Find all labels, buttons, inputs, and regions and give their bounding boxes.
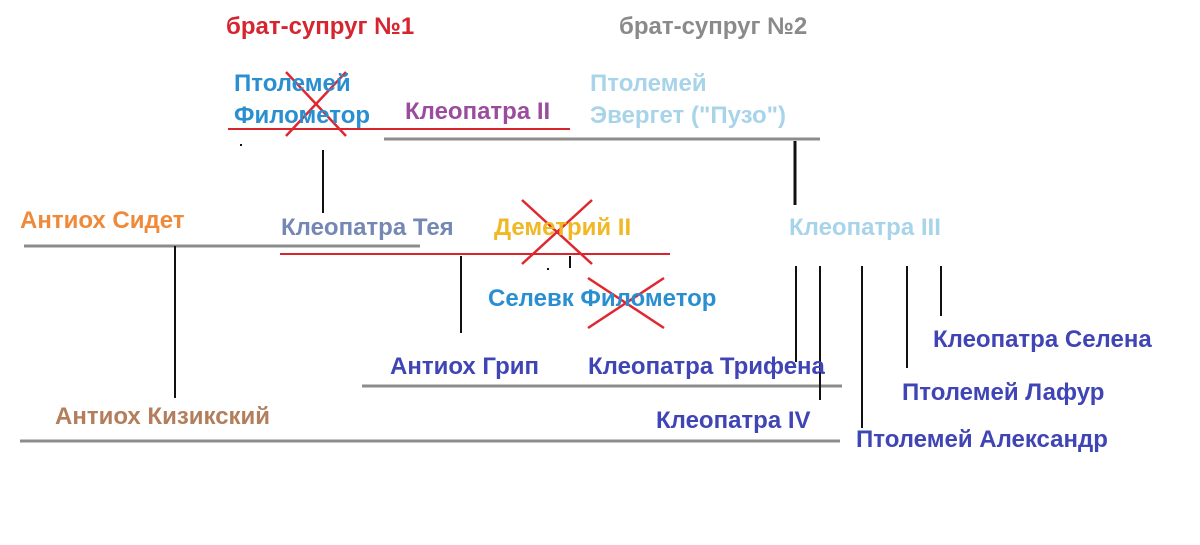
cross-mark-demetrius (521, 199, 593, 265)
person-demetrius-ii: Деметрий II (494, 214, 632, 241)
person-antiochus-sidetes: Антиох Сидет (20, 207, 185, 234)
person-seleucus-philometor: Селевк Филометор (488, 285, 717, 312)
spouse1-header: брат-супруг №1 (226, 13, 415, 40)
person-ptolemy-alexander: Птолемей Александр (856, 426, 1108, 453)
person-antiochus-grypus: Антиох Грип (390, 353, 540, 380)
person-cleopatra-iv: Клеопатра IV (656, 407, 811, 434)
person-ptolemy-philometor-line2: Филометор (234, 102, 371, 130)
person-ptolemy-euergetes-line1: Птолемей (590, 70, 707, 97)
person-ptolemy-euergetes-line2: Эвергет ("Пузо") (590, 102, 786, 130)
person-cleopatra-tryphaena: Клеопатра Трифена (588, 353, 825, 380)
spouse2-header: брат-супруг №2 (619, 13, 808, 40)
person-cleopatra-iii: Клеопатра III (789, 214, 941, 241)
cross-mark-seleucus (587, 276, 665, 330)
person-cleopatra-thea: Клеопатра Тея (281, 214, 454, 241)
person-ptolemy-euergetes: Птолемей Эвергет ("Пузо") (590, 68, 786, 133)
cross-mark-philometor (285, 71, 347, 137)
person-cleopatra-selene: Клеопатра Селена (933, 326, 1152, 353)
person-ptolemy-philometor-line1: Птолемей (234, 70, 351, 97)
person-ptolemy-philometor: Птолемей Филометор (234, 68, 370, 133)
person-ptolemy-lathyros: Птолемей Лафур (902, 379, 1105, 406)
person-antiochus-cyzicenus: Антиох Кизикский (55, 403, 271, 430)
person-cleopatra-ii: Клеопатра II (405, 98, 551, 125)
